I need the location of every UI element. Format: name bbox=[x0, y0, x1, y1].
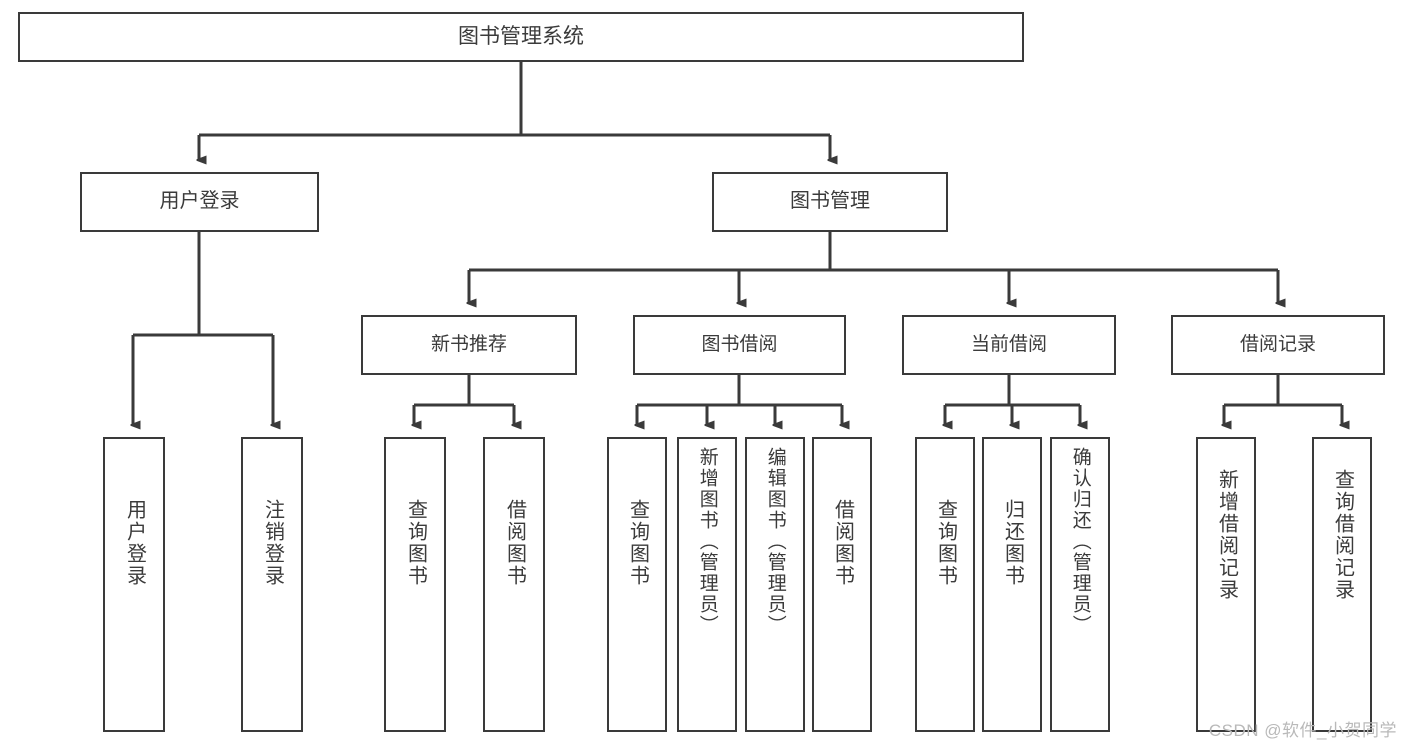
leaf-user-login-label: 用户登录 bbox=[123, 499, 146, 587]
leaf-return-book[interactable]: 归还图书 bbox=[982, 437, 1042, 732]
leaf-add-book-label: 新增图书（管理员） bbox=[696, 447, 718, 636]
node-book-borrow-label: 图书借阅 bbox=[701, 333, 778, 355]
watermark: CSDN @软件_小贺同学 bbox=[1208, 721, 1397, 740]
leaf-borrow-book-2[interactable]: 借阅图书 bbox=[812, 437, 872, 732]
leaf-logout-label: 注销登录 bbox=[261, 499, 284, 587]
leaf-query-book-1-label: 查询图书 bbox=[404, 499, 427, 587]
leaf-confirm-return[interactable]: 确认归还（管理员） bbox=[1050, 437, 1110, 732]
leaf-borrow-book-1-label: 借阅图书 bbox=[503, 499, 526, 587]
node-book-manage[interactable]: 图书管理 bbox=[712, 172, 948, 232]
leaf-add-book[interactable]: 新增图书（管理员） bbox=[677, 437, 737, 732]
leaf-query-record-label: 查询借阅记录 bbox=[1331, 469, 1354, 601]
node-user-login[interactable]: 用户登录 bbox=[80, 172, 319, 232]
leaf-borrow-book-2-label: 借阅图书 bbox=[831, 499, 854, 587]
leaf-query-book-3[interactable]: 查询图书 bbox=[915, 437, 975, 732]
leaf-user-login[interactable]: 用户登录 bbox=[103, 437, 165, 732]
node-new-book-recommend-label: 新书推荐 bbox=[430, 333, 507, 355]
node-new-book-recommend[interactable]: 新书推荐 bbox=[361, 315, 577, 375]
leaf-add-record-label: 新增借阅记录 bbox=[1215, 469, 1238, 601]
node-root[interactable]: 图书管理系统 bbox=[18, 12, 1024, 62]
node-current-borrow-label: 当前借阅 bbox=[970, 333, 1047, 355]
node-user-login-label: 用户登录 bbox=[159, 190, 240, 213]
leaf-edit-book[interactable]: 编辑图书（管理员） bbox=[745, 437, 805, 732]
node-borrow-record-label: 借阅记录 bbox=[1239, 333, 1316, 355]
leaf-logout[interactable]: 注销登录 bbox=[241, 437, 303, 732]
leaf-query-book-2-label: 查询图书 bbox=[626, 499, 649, 587]
node-borrow-record[interactable]: 借阅记录 bbox=[1171, 315, 1385, 375]
node-book-manage-label: 图书管理 bbox=[790, 190, 870, 213]
node-root-label: 图书管理系统 bbox=[458, 24, 584, 48]
leaf-edit-book-label: 编辑图书（管理员） bbox=[764, 447, 786, 636]
leaf-borrow-book-1[interactable]: 借阅图书 bbox=[483, 437, 545, 732]
leaf-query-book-1[interactable]: 查询图书 bbox=[384, 437, 446, 732]
leaf-query-book-2[interactable]: 查询图书 bbox=[607, 437, 667, 732]
leaf-query-book-3-label: 查询图书 bbox=[934, 499, 957, 587]
leaf-return-book-label: 归还图书 bbox=[1001, 499, 1024, 587]
leaf-add-record[interactable]: 新增借阅记录 bbox=[1196, 437, 1256, 732]
leaf-confirm-return-label: 确认归还（管理员） bbox=[1069, 447, 1091, 636]
node-book-borrow[interactable]: 图书借阅 bbox=[633, 315, 846, 375]
node-current-borrow[interactable]: 当前借阅 bbox=[902, 315, 1116, 375]
leaf-query-record[interactable]: 查询借阅记录 bbox=[1312, 437, 1372, 732]
